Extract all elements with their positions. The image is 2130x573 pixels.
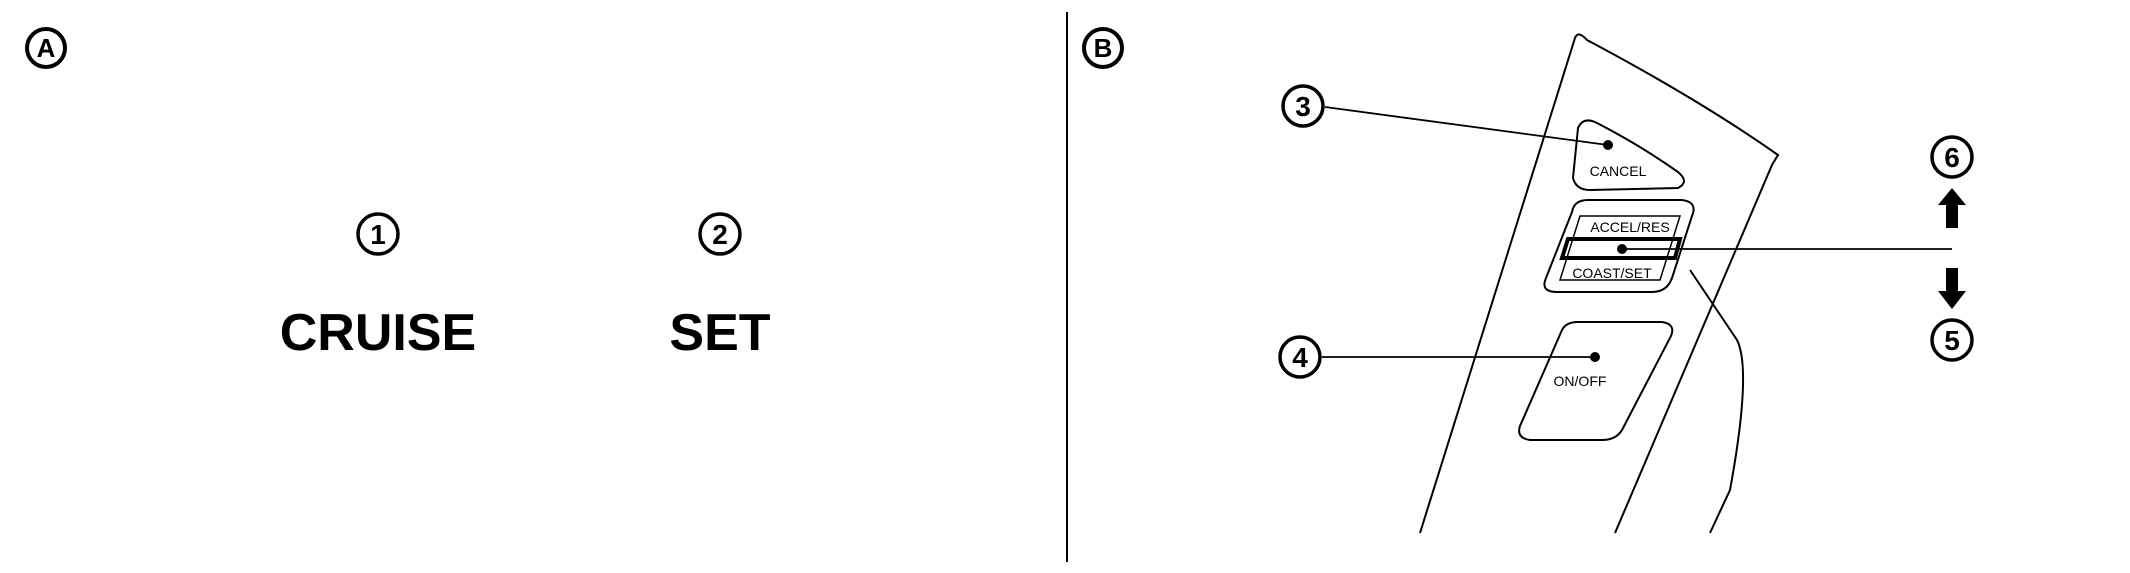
callout-4: 4: [1278, 335, 1322, 379]
panel-b-marker-letter: B: [1094, 33, 1113, 63]
cancel-switch: CANCEL: [1571, 119, 1685, 192]
accel-coast-switch: ACCEL/RES COAST/SET: [1543, 199, 1695, 293]
up-arrow-icon: [1938, 188, 1966, 228]
callout-4-number: 4: [1292, 342, 1308, 373]
callout-6: 6: [1930, 135, 1974, 179]
set-indicator-number: 2: [712, 219, 728, 250]
cruise-indicator-number: 1: [370, 219, 386, 250]
callout-5: 5: [1930, 318, 1974, 362]
coast-set-label: COAST/SET: [1572, 265, 1652, 281]
accel-res-label: ACCEL/RES: [1590, 219, 1669, 235]
callout-5-number: 5: [1944, 325, 1960, 356]
callout-3-number: 3: [1295, 91, 1311, 122]
steering-spoke: [1419, 33, 1780, 534]
set-indicator-label: SET: [669, 304, 770, 362]
cancel-switch-label: CANCEL: [1590, 163, 1647, 179]
cruise-indicator-label: CRUISE: [280, 304, 476, 362]
panel-a: A 1 CRUISE 2 SET: [25, 27, 771, 362]
cancel-leader-line: [1324, 106, 1609, 146]
callout-3: 3: [1281, 84, 1325, 128]
panel-b: B CANCEL ACCEL/RES COAST/SET ON/OFF: [1082, 27, 1974, 534]
panel-b-marker: B: [1082, 27, 1124, 69]
panel-a-marker: A: [25, 27, 67, 69]
set-indicator: 2 SET: [669, 212, 771, 362]
cruise-indicator: 1 CRUISE: [280, 212, 476, 362]
onoff-switch-label: ON/OFF: [1554, 373, 1607, 389]
leader-lines: [1322, 106, 1952, 358]
panel-a-marker-letter: A: [37, 33, 56, 63]
down-arrow-icon: [1938, 268, 1966, 309]
onoff-switch: ON/OFF: [1518, 321, 1674, 441]
callout-6-number: 6: [1944, 142, 1960, 173]
